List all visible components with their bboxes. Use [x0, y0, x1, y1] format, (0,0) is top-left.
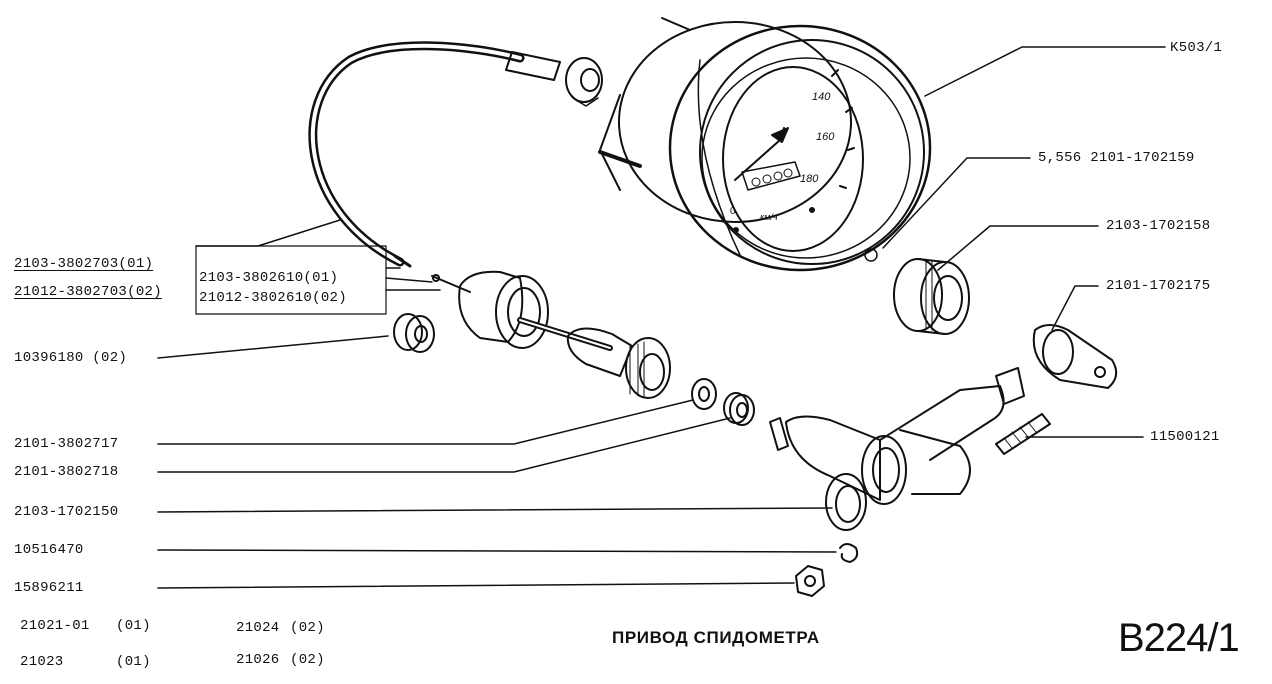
applicability-model: 21024 — [236, 620, 280, 636]
applicability-variant: (02) — [290, 652, 325, 668]
label-ball: 5,556 2101-1702159 — [1038, 150, 1195, 166]
lock-washer — [839, 543, 859, 563]
label-bushing: 2101-3802718 — [14, 464, 119, 480]
label-grommet: 10396180 (02) — [14, 350, 128, 366]
dial-mark: 140 — [812, 91, 831, 103]
label-cable-02: 21012-3802703(02) — [14, 284, 162, 300]
label-lock-washer: 10516470 — [14, 542, 84, 558]
label-drive-housing: 2103-1702150 — [14, 504, 119, 520]
label-core-01: 2103-3802610(01) — [199, 270, 339, 286]
dial-mark: 180 — [800, 173, 819, 185]
applicability-variant: (01) — [116, 618, 151, 634]
label-core-02: 21012-3802610(02) — [199, 290, 347, 306]
grommet — [393, 313, 435, 353]
dial-mark: 160 — [816, 131, 835, 143]
leader-lines — [157, 46, 1166, 589]
nut — [795, 565, 825, 597]
dial-mark: 0 — [730, 206, 736, 217]
applicability-model: 21026 — [236, 652, 280, 668]
bushing — [723, 392, 755, 426]
label-stud: 11500121 — [1150, 429, 1220, 445]
drive-housing — [769, 367, 1025, 531]
applicability-variant: (01) — [116, 654, 151, 670]
cable-core-end — [431, 274, 471, 293]
label-cable-01: 2103-3802703(01) — [14, 256, 154, 272]
applicability-model: 21023 — [20, 654, 64, 670]
speedometer-cable — [308, 41, 603, 268]
label-washer: 2101-3802717 — [14, 436, 119, 452]
label-speedometer: K503/1 — [1170, 40, 1223, 56]
diagram-title: ПРИВОД СПИДОМЕТРА — [612, 628, 820, 647]
label-threaded-nut: 2103-1702158 — [1106, 218, 1211, 234]
washer — [691, 378, 717, 410]
threaded-nut — [893, 258, 970, 335]
ball — [864, 248, 878, 262]
plate-number: B224/1 — [1118, 616, 1240, 660]
stud — [995, 413, 1051, 455]
cable-lower-assembly — [458, 270, 671, 399]
label-nut: 15896211 — [14, 580, 84, 596]
label-gasket: 2101-1702175 — [1106, 278, 1211, 294]
speedometer: 0 140 160 180 км/ч — [598, 17, 932, 272]
applicability-model: 21021-01 — [20, 618, 90, 634]
gasket — [1032, 324, 1118, 389]
dial-unit: км/ч — [760, 212, 778, 222]
applicability-variant: (02) — [290, 620, 325, 636]
